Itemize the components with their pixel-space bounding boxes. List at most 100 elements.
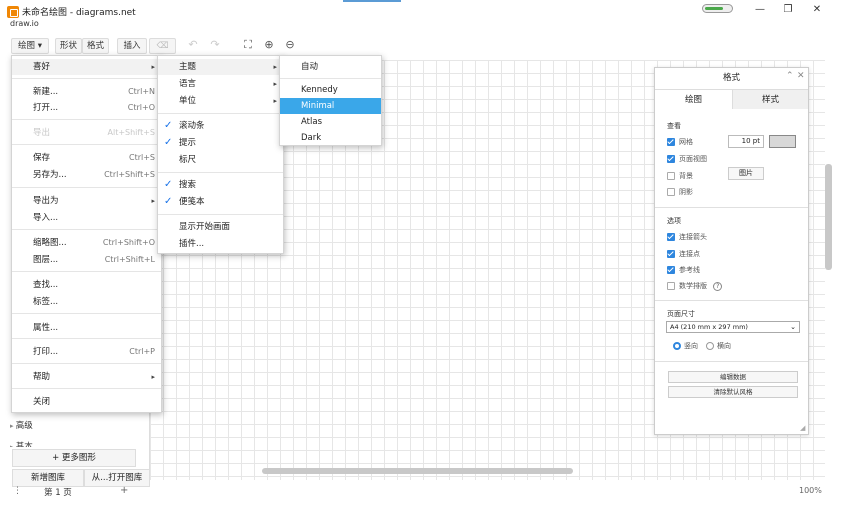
menu-item-label: 查找... [33,280,59,290]
menu-item[interactable]: 打开...Ctrl+O [12,100,161,116]
undo-icon[interactable]: ↶ [188,38,198,51]
horizontal-scrollbar[interactable] [262,468,573,474]
pref-item-label: 搜索 [179,180,197,190]
grid-color-swatch[interactable] [769,135,796,148]
insert-button[interactable]: 插入 [117,38,147,54]
menu-item-shortcut: Ctrl+N [128,87,155,96]
menu-item[interactable]: 保存 Ctrl+S [12,150,161,166]
close-panel-icon[interactable]: ✕ [797,71,805,81]
pref-item[interactable]: ✓提示 [158,135,283,151]
options-section-title: 选项 [667,217,681,225]
menu-item[interactable]: 图层...Ctrl+Shift+L [12,252,161,268]
chevron-down-icon: ⌄ [790,323,796,331]
menu-item[interactable]: 打印...Ctrl+P [12,344,161,360]
guides-checkbox[interactable]: 参考线 [667,265,700,275]
portrait-radio[interactable]: 竖向 [673,341,698,351]
more-shapes-button[interactable]: + 更多图形 [12,449,136,467]
menu-separator [12,388,161,389]
menu-item[interactable]: 导出为▸ [12,193,161,209]
math-checkbox[interactable]: 数学排版 ? [667,281,723,291]
page-view-checkbox[interactable]: 页面视图 [667,154,707,164]
connection-points-checkbox[interactable]: 连接点 [667,249,700,259]
help-icon[interactable]: ? [713,282,723,291]
menu-item[interactable]: 关闭 [12,394,161,410]
fullscreen-icon[interactable]: ⛶ [244,38,252,51]
menu-separator [12,144,161,145]
zoom-out-icon[interactable]: ⊖ [285,38,295,51]
shape-button[interactable]: 形状 [55,38,82,54]
maximize-button[interactable]: ❐ [783,4,793,15]
pref-item[interactable]: 主题▸ [158,59,283,75]
delete-button[interactable]: ⌫ [149,38,176,54]
add-page-button[interactable]: + [120,485,129,496]
pref-item[interactable]: 语言▸ [158,76,283,92]
pref-item[interactable]: 单位▸ [158,93,283,109]
pref-item[interactable]: 插件... [158,236,283,252]
theme-item[interactable]: 自动 [280,59,381,75]
clear-default-style-button[interactable]: 清除默认风格 [668,386,798,398]
format-button[interactable]: 格式 [82,38,109,54]
theme-item[interactable]: Kennedy [280,82,381,98]
zoom-in-icon[interactable]: ⊕ [264,38,274,51]
menu-item[interactable]: 标签... [12,294,161,310]
resize-grip-icon[interactable]: ◢ [800,424,806,432]
menu-item-label: 保存 [33,153,51,163]
menu-item[interactable]: 属性... [12,320,161,336]
connection-arrows-checkbox[interactable]: 连接箭头 [667,232,707,242]
menu-item[interactable]: 缩略图...Ctrl+Shift+O [12,235,161,251]
pref-item-label: 标尺 [179,155,197,165]
pref-item-label: 显示开始画面 [179,222,231,232]
theme-item[interactable]: Dark [280,130,381,146]
menu-item[interactable]: 新建...Ctrl+N [12,84,161,100]
sidebar-section-advanced[interactable]: ▸ 高级 [10,421,33,431]
open-library-button[interactable]: 从...打开图库 [84,469,150,487]
page-menu-icon[interactable]: ⋮ [13,486,22,496]
theme-item[interactable]: Atlas [280,114,381,130]
background-checkbox[interactable]: 背景 [667,171,693,181]
menu-item-label: 属性... [33,323,59,333]
dark-mode-toggle[interactable] [702,4,733,13]
redo-icon[interactable]: ↷ [210,38,220,51]
menu-item[interactable]: 帮助▸ [12,369,161,385]
grid-checkbox[interactable]: 网格 [667,137,693,147]
grid-size-input[interactable]: 10 pt [728,135,764,148]
pref-item-label: 便笺本 [179,197,205,207]
menu-item[interactable]: 导入... [12,210,161,226]
check-icon: ✓ [164,196,173,207]
minimize-button[interactable]: — [755,4,765,15]
pref-item-label: 插件... [179,239,205,249]
edit-data-button[interactable]: 编辑数据 [668,371,798,383]
theme-item-selected[interactable]: Minimal [280,98,381,114]
menu-item[interactable]: 另存为...Ctrl+Shift+S [12,167,161,183]
close-window-button[interactable]: ✕ [812,4,822,15]
menu-item[interactable]: 查找... [12,277,161,293]
pref-item[interactable]: ✓滚动条 [158,118,283,134]
vertical-scrollbar[interactable] [825,164,832,270]
menu-item[interactable]: 喜好▸ [12,59,161,75]
sidebar-section-basic[interactable]: ▸ 基本 [10,442,33,447]
shadow-checkbox[interactable]: 阴影 [667,187,693,197]
menu-item-shortcut: Ctrl+Shift+O [102,238,155,247]
menu-item-label: 另存为... [33,170,67,180]
background-image-button[interactable]: 图片 [728,167,764,180]
collapse-panel-icon[interactable]: ⌃ [786,71,794,81]
diagram-menu-button[interactable]: 绘图 ▾ [11,38,49,54]
menu-item-shortcut: Ctrl+S [128,153,155,162]
tab-style[interactable]: 样式 [732,89,808,109]
pref-item[interactable]: ✓搜索 [158,177,283,193]
pref-item[interactable]: ✓ 便笺本 [158,194,283,210]
pref-item-label: 主题 [179,62,197,72]
pref-item[interactable]: 标尺 [158,152,283,168]
pref-item-label: 滚动条 [179,121,205,131]
format-panel-title: 格式 [722,73,740,83]
page-tab[interactable]: 第 1 页 [44,488,72,498]
tab-diagram[interactable]: 绘图 [655,89,732,109]
zoom-level[interactable]: 100% [799,486,822,495]
submenu-arrow-icon: ▸ [151,63,155,71]
paper-size-select[interactable]: A4 (210 mm x 297 mm) ⌄ [666,321,800,333]
new-library-button[interactable]: 新增图库 [12,469,84,487]
pref-item[interactable]: 显示开始画面 [158,219,283,235]
landscape-radio[interactable]: 横向 [706,341,731,351]
paper-size-section-title: 页面尺寸 [667,310,695,318]
